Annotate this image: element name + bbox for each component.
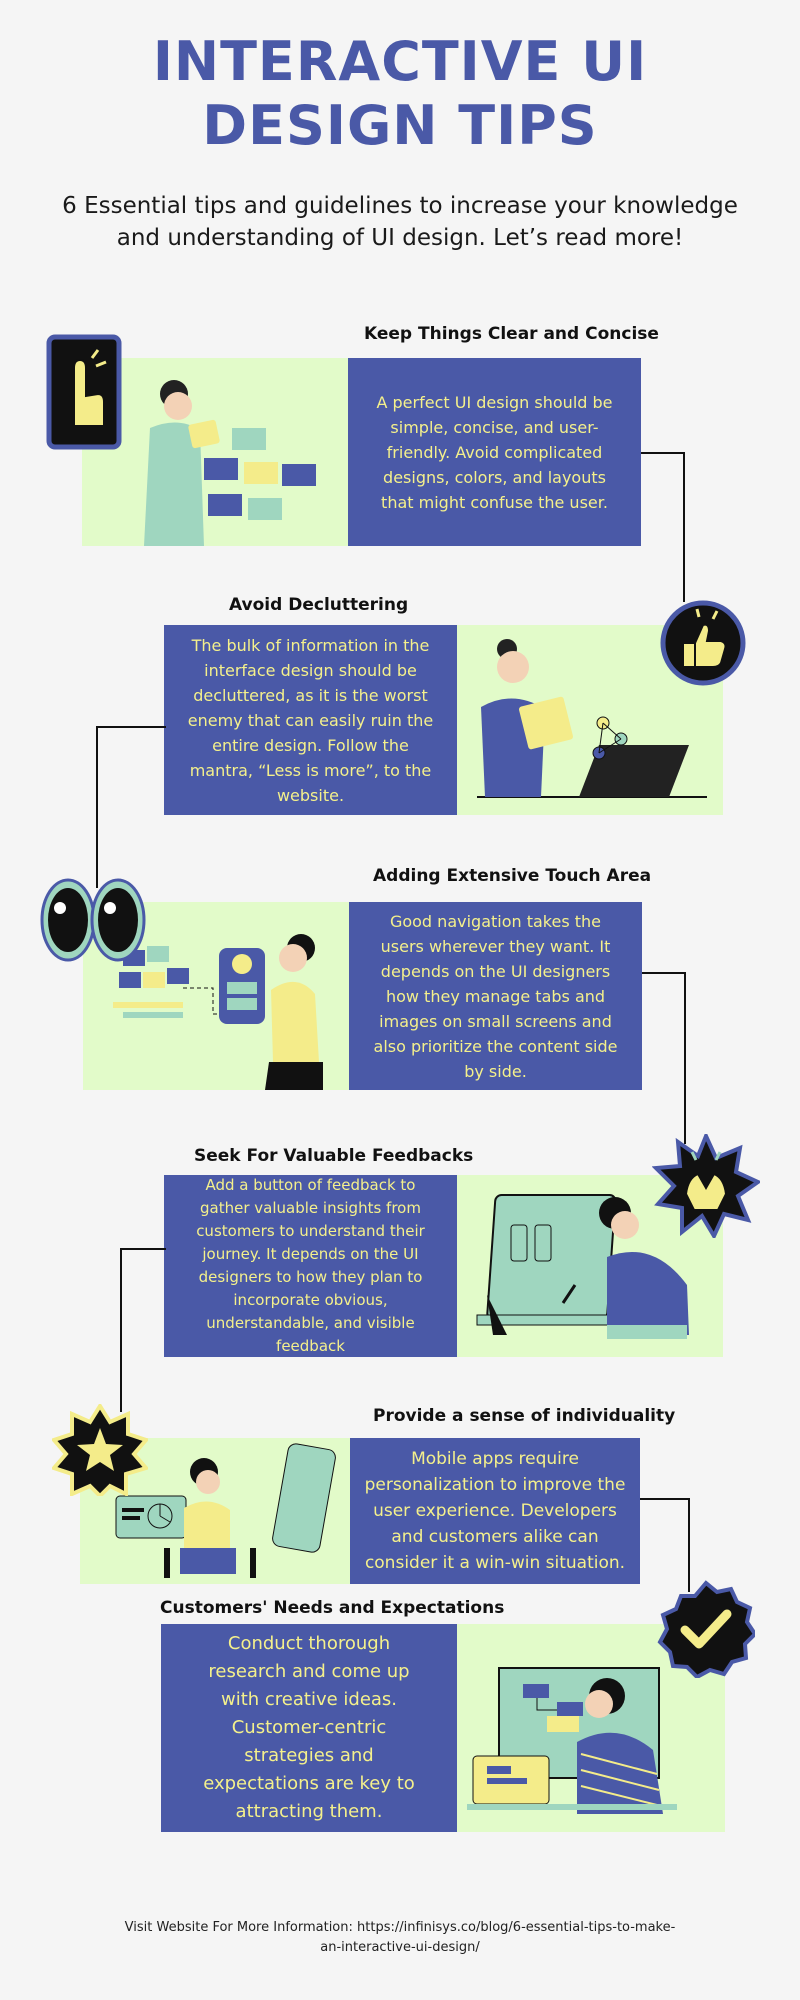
footer-link[interactable]: Visit Website For More Information: http…: [124, 1920, 676, 1955]
tip-6-heading: Customers' Needs and Expectations: [160, 1598, 505, 1618]
connector-4: [120, 1248, 166, 1412]
tip-2-heading: Avoid Decluttering: [229, 595, 409, 615]
eyes-icon: [38, 874, 148, 964]
tip-4-heading: Seek For Valuable Feedbacks: [194, 1146, 474, 1166]
tip-3-illustration: [83, 902, 349, 1090]
star-icon: [52, 1404, 148, 1496]
connector-1: [641, 452, 685, 602]
tip-2-description: The bulk of information in the interface…: [164, 625, 457, 815]
tip-1-heading: Keep Things Clear and Concise: [364, 324, 659, 344]
tip-1-description: A perfect UI design should be simple, co…: [348, 358, 641, 546]
checkmark-icon: [657, 1580, 755, 1678]
tip-4-description: Add a button of feedback to gather valua…: [164, 1175, 457, 1357]
title-line-2: DESIGN TIPS: [202, 94, 598, 157]
thumbs-up-icon: [659, 599, 747, 687]
page-subtitle: 6 Essential tips and guidelines to incre…: [62, 193, 738, 251]
title-line-1: INTERACTIVE UI: [152, 30, 648, 93]
connector-5: [640, 1498, 690, 1592]
tip-6-illustration: [457, 1624, 725, 1832]
tip-3-description: Good navigation takes the users wherever…: [349, 902, 642, 1090]
connector-2: [96, 726, 166, 888]
connector-3: [642, 972, 686, 1144]
page-title: INTERACTIVE UI DESIGN TIPS: [0, 30, 800, 158]
tip-6-description: Conduct thorough research and come up wi…: [161, 1624, 457, 1832]
tip-3-heading: Adding Extensive Touch Area: [373, 866, 652, 886]
tip-1-illustration: [82, 358, 348, 546]
pointing-hand-icon: [46, 334, 122, 450]
tip-5-description: Mobile apps require personalization to i…: [350, 1438, 640, 1584]
clapping-hands-icon: [652, 1134, 760, 1238]
tip-5-heading: Provide a sense of individuality: [373, 1406, 676, 1426]
